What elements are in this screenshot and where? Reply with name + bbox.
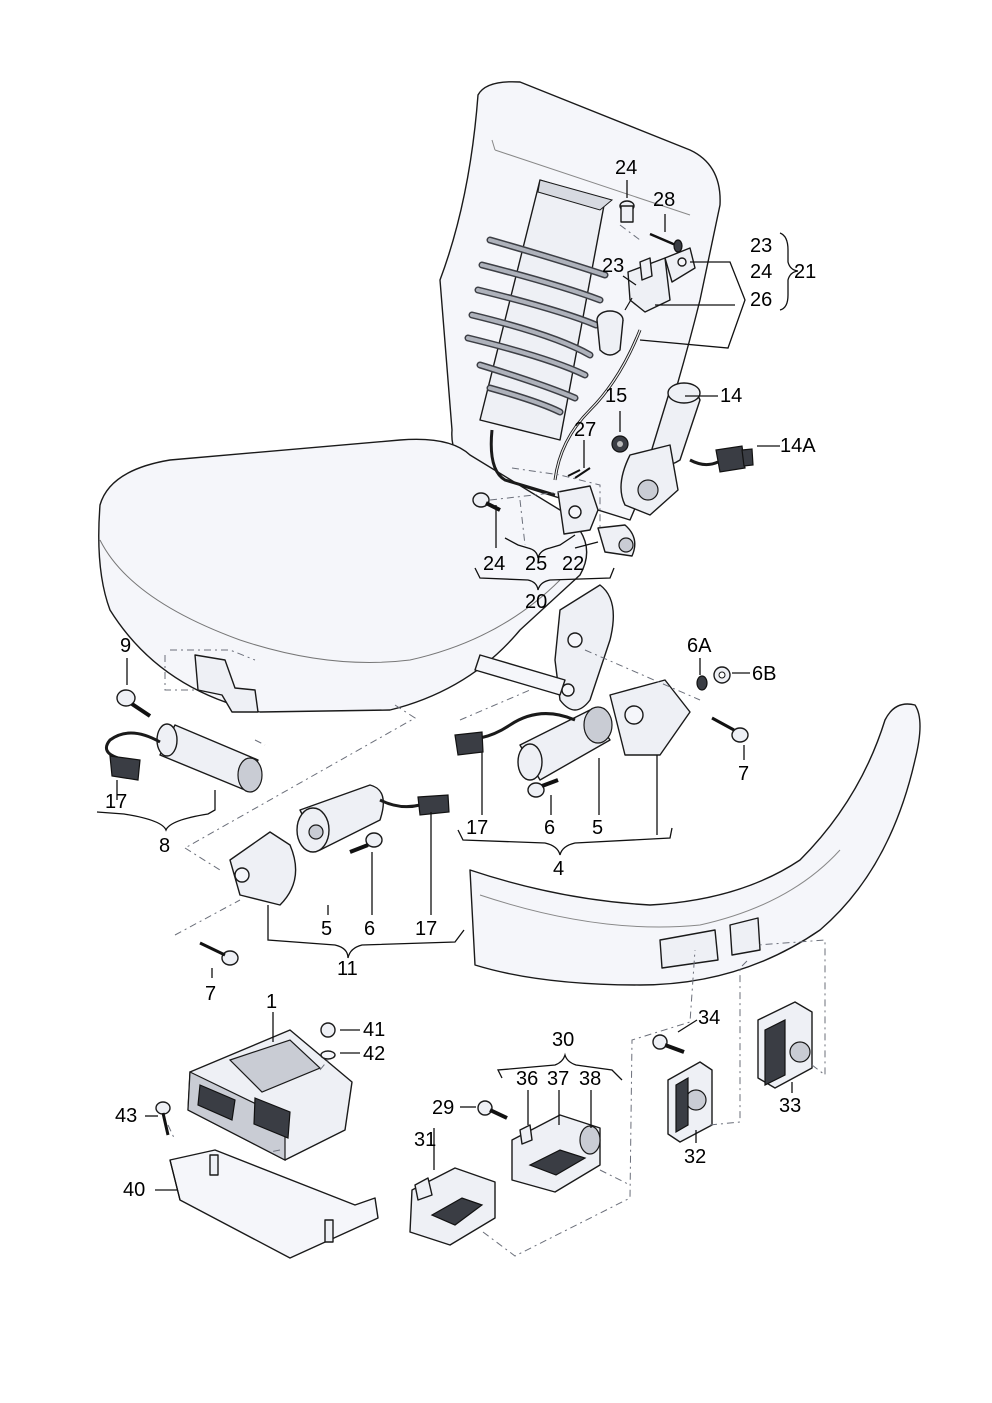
seat-hinge-bracket [474,584,614,711]
label-20: 20 [525,591,547,613]
screw-43 [155,1101,171,1136]
lumbar-adjuster-upper [596,247,696,356]
part-labels: 1 4 5 5 6 6 6A 6B 7 7 8 9 11 14 14A 15 1… [105,157,816,1201]
label-6-left: 6 [364,918,375,940]
label-7-left: 7 [205,983,216,1005]
label-36: 36 [516,1068,538,1090]
label-25: 25 [525,553,547,575]
bolt-6-left [349,832,383,854]
bracket-40 [169,1149,379,1259]
motor-assembly-11 [229,784,450,906]
label-37: 37 [547,1068,569,1090]
bolt-29 [477,1100,508,1120]
motor-assembly-4 [454,679,691,781]
label-7-right: 7 [738,763,749,785]
label-30: 30 [552,1029,574,1051]
switch-32 [667,1061,713,1143]
control-unit-1 [187,1029,353,1161]
label-38: 38 [579,1068,601,1090]
seat-cushion [98,438,588,713]
backrest-motor-14 [620,382,754,516]
label-15: 15 [605,385,627,407]
label-17-right: 17 [466,817,488,839]
bolt-9 [116,689,152,718]
label-6-right: 6 [544,817,555,839]
nut-15 [611,435,629,453]
label-24-top: 24 [615,157,637,179]
label-26: 26 [750,289,772,311]
washer-6A [696,675,708,691]
label-40: 40 [123,1179,145,1201]
bolt-34 [652,1034,685,1054]
label-8: 8 [159,835,170,857]
bolt-24-upper [619,200,635,223]
label-6B: 6B [752,663,776,685]
label-31: 31 [414,1129,436,1151]
label-14: 14 [720,385,742,407]
label-5-right: 5 [592,817,603,839]
nut-6B [713,666,731,684]
label-9: 9 [120,635,131,657]
nut-41 [320,1022,336,1038]
label-24-bottom: 24 [483,553,505,575]
washer-42 [320,1050,336,1060]
label-41: 41 [363,1019,385,1041]
label-24-right: 24 [750,261,772,283]
screw-28 [649,232,683,253]
label-5-left: 5 [321,918,332,940]
bolt-6-right [527,778,559,798]
seat-side-trim [469,703,921,986]
label-42: 42 [363,1043,385,1065]
label-34: 34 [698,1007,720,1029]
label-23-right: 23 [750,235,772,257]
label-14A: 14A [780,435,816,457]
screw-7-right [711,716,749,743]
bolt-24-lower [472,492,501,512]
label-17-center: 17 [415,918,437,940]
connection-lines [167,224,826,1257]
label-29: 29 [432,1097,454,1119]
leader-lines [96,180,799,1191]
switch-33 [757,1001,813,1089]
label-28: 28 [653,189,675,211]
label-27: 27 [574,419,596,441]
label-17-left: 17 [105,791,127,813]
label-4: 4 [553,858,564,880]
label-1: 1 [266,991,277,1013]
label-43: 43 [115,1105,137,1127]
label-6A: 6A [687,635,712,657]
motor-assembly-8 [104,723,263,793]
seat-rail-bracket [164,654,259,713]
switch-30 [511,1114,601,1193]
label-11: 11 [337,958,358,980]
label-33: 33 [779,1095,801,1117]
switch-31 [409,1167,496,1246]
label-22: 22 [562,553,584,575]
label-32: 32 [684,1146,706,1168]
lumbar-support-frame [464,179,614,441]
screw-7-left [199,941,239,966]
label-23-center: 23 [602,255,624,277]
lumbar-adjuster-lower [557,467,636,557]
label-21: 21 [794,261,816,283]
